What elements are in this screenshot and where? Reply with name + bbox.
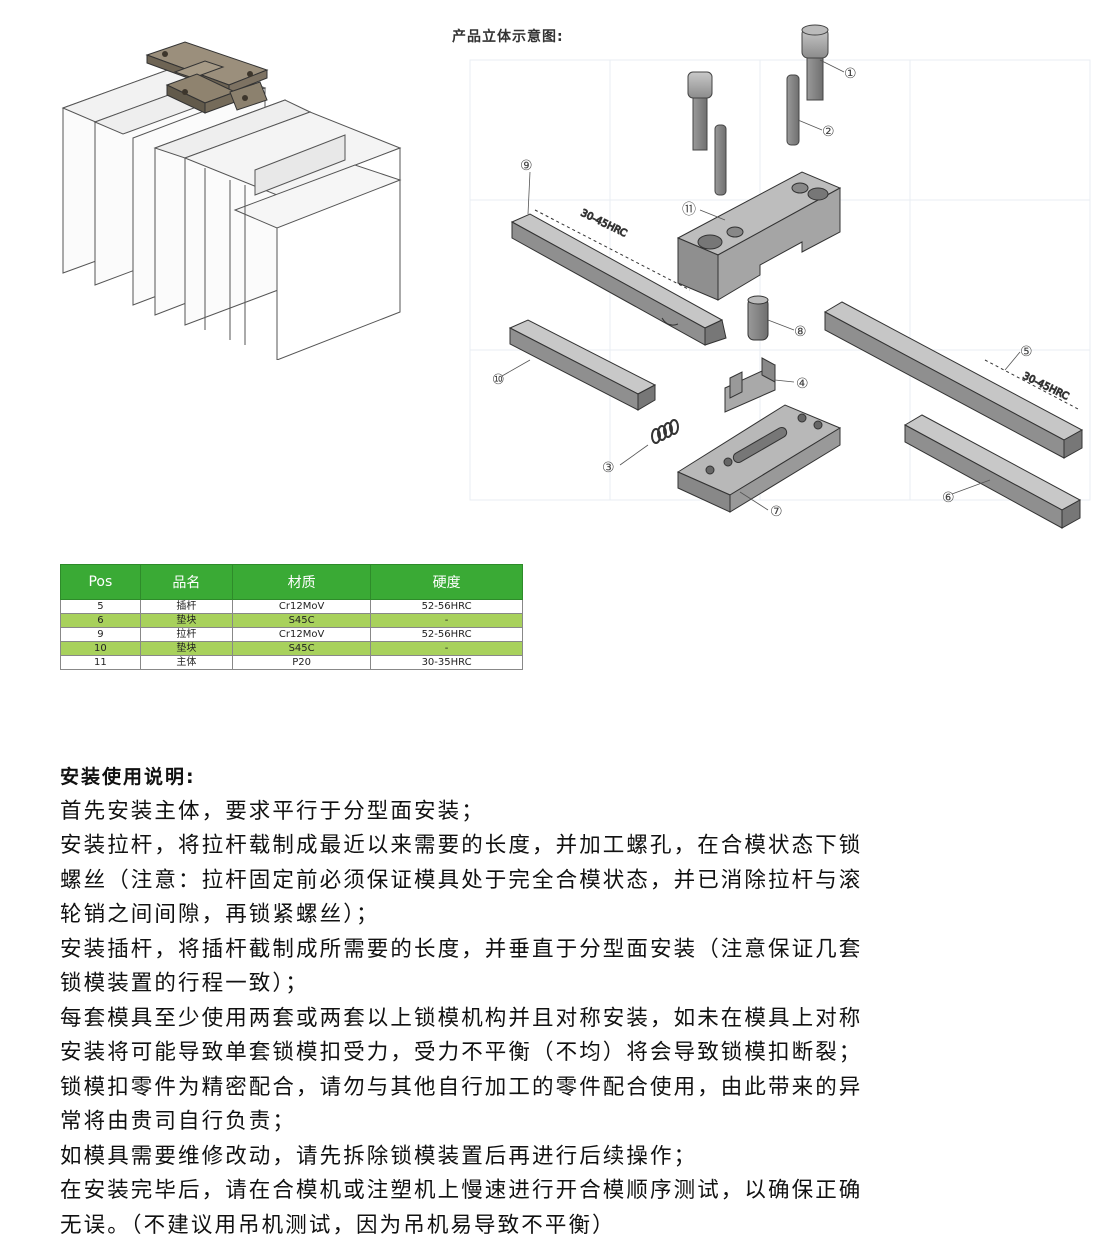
col-header-hardness: 硬度: [370, 564, 523, 600]
parts-spec-table: Pos 品名 材质 硬度 5 插杆 Cr12MoV 52-56HRC 6 垫块 …: [60, 564, 523, 670]
table-cell: P20: [232, 655, 372, 670]
mold-assembly-illustration: [61, 41, 402, 360]
instruction-line: 锁模装置的行程一致）；: [60, 971, 309, 996]
instruction-line: 螺丝（注意：拉杆固定前必须保证模具处于完全合模状态，并已消除拉杆与滚: [60, 867, 863, 893]
table-row: 11 主体 P20 30-35HRC: [60, 655, 523, 670]
table-row: 6 垫块 S45C -: [60, 613, 523, 628]
table-cell: 52-56HRC: [370, 627, 523, 642]
table-row: 5 插杆 Cr12MoV 52-56HRC: [60, 599, 523, 614]
installation-instructions: 安装使用说明: 首先安装主体，要求平行于分型面安装； 安装拉杆，将拉杆载制成最近…: [60, 760, 960, 1243]
callout-8: ⑧: [794, 324, 807, 340]
callout-2: ②: [822, 124, 835, 140]
table-cell: 拉杆: [139, 627, 234, 642]
col-header-pos: Pos: [60, 564, 141, 600]
table-cell: 插杆: [139, 599, 234, 614]
instructions-heading: 安装使用说明:: [60, 766, 196, 788]
part-1-cap-screw: [801, 24, 829, 101]
instruction-line: 安装插杆，将插杆截制成所需要的长度，并垂直于分型面安装（注意保证几套: [60, 936, 863, 962]
callout-6: ⑥: [942, 490, 955, 506]
callout-1: ①: [844, 66, 857, 82]
table-cell: S45C: [232, 641, 372, 656]
callout-5: ⑤: [1020, 344, 1033, 360]
part-6-spacer: [903, 414, 1082, 529]
instruction-line: 轮销之间间隙，再锁紧螺丝）；: [60, 902, 380, 927]
table-cell: 垫块: [139, 641, 234, 656]
table-cell: -: [370, 641, 523, 656]
part-10-spacer: [508, 319, 657, 411]
part-3-spring: [651, 419, 679, 444]
exploded-parts-diagram: 30-45HRC 30-45HRC: [469, 24, 1091, 529]
table-cell: 30-35HRC: [370, 655, 523, 670]
pull-rod-hardness-label: 30-45HRC: [579, 208, 629, 240]
table-cell: 52-56HRC: [370, 599, 523, 614]
part-11-main-body: [676, 171, 842, 301]
table-row: 10 垫块 S45C -: [60, 641, 523, 656]
callout-11: ⑪: [682, 202, 696, 218]
callout-7: ⑦: [770, 504, 783, 520]
table-cell: 6: [60, 613, 141, 628]
col-header-material: 材质: [232, 564, 372, 600]
part-8-roller-pin: [747, 295, 769, 341]
instruction-line: 如模具需要维修改动，请先拆除锁模装置后再进行后续操作；: [60, 1143, 698, 1169]
instruction-line: 每套模具至少使用两套或两套以上锁模机构并且对称安装，如未在模具上对称: [60, 1005, 863, 1031]
callout-9: ⑨: [520, 158, 533, 174]
insert-rod-hardness-label: 30-45HRC: [1021, 371, 1071, 403]
table-cell: Cr12MoV: [232, 599, 372, 614]
instruction-line: 锁模扣零件为精密配合，请勿与其他自行加工的零件配合使用，由此带来的异: [60, 1074, 863, 1100]
instruction-line: 无误。（不建议用吊机测试，因为吊机易导致不平衡）: [60, 1212, 616, 1238]
instruction-line: 在安装完毕后，请在合模机或注塑机上慢速进行开合模顺序测试，以确保正确: [60, 1178, 863, 1203]
callout-4: ④: [796, 376, 809, 392]
part-2-dowel: [786, 74, 800, 146]
table-cell: 主体: [139, 655, 234, 670]
table-row: 9 拉杆 Cr12MoV 52-56HRC: [60, 627, 523, 642]
table-cell: 10: [60, 641, 141, 656]
diagram-title: 产品立体示意图:: [452, 29, 564, 45]
table-cell: 11: [60, 655, 141, 670]
col-header-name: 品名: [139, 564, 234, 600]
table-cell: Cr12MoV: [232, 627, 372, 642]
part-7-plate: [676, 404, 842, 513]
table-cell: 9: [60, 627, 141, 642]
instruction-line: 常将由贵司自行负责；: [60, 1109, 297, 1134]
table-cell: -: [370, 613, 523, 628]
instruction-line: 安装拉杆，将拉杆载制成最近以来需要的长度，并加工螺孔，在合模状态下锁: [60, 833, 863, 858]
table-header-row: Pos 品名 材质 硬度: [60, 564, 523, 600]
table-cell: 5: [60, 599, 141, 614]
table-cell: 垫块: [139, 613, 234, 628]
instruction-line: 首先安装主体，要求平行于分型面安装；: [60, 798, 485, 824]
callout-3: ③: [602, 460, 615, 476]
part-4-bracket: [724, 357, 776, 413]
instruction-line: 安装将可能导致单套锁模扣受力，受力不平衡（不均）将会导致锁模扣断裂；: [60, 1040, 863, 1065]
table-cell: S45C: [232, 613, 372, 628]
callout-10: ⑩: [492, 372, 505, 388]
